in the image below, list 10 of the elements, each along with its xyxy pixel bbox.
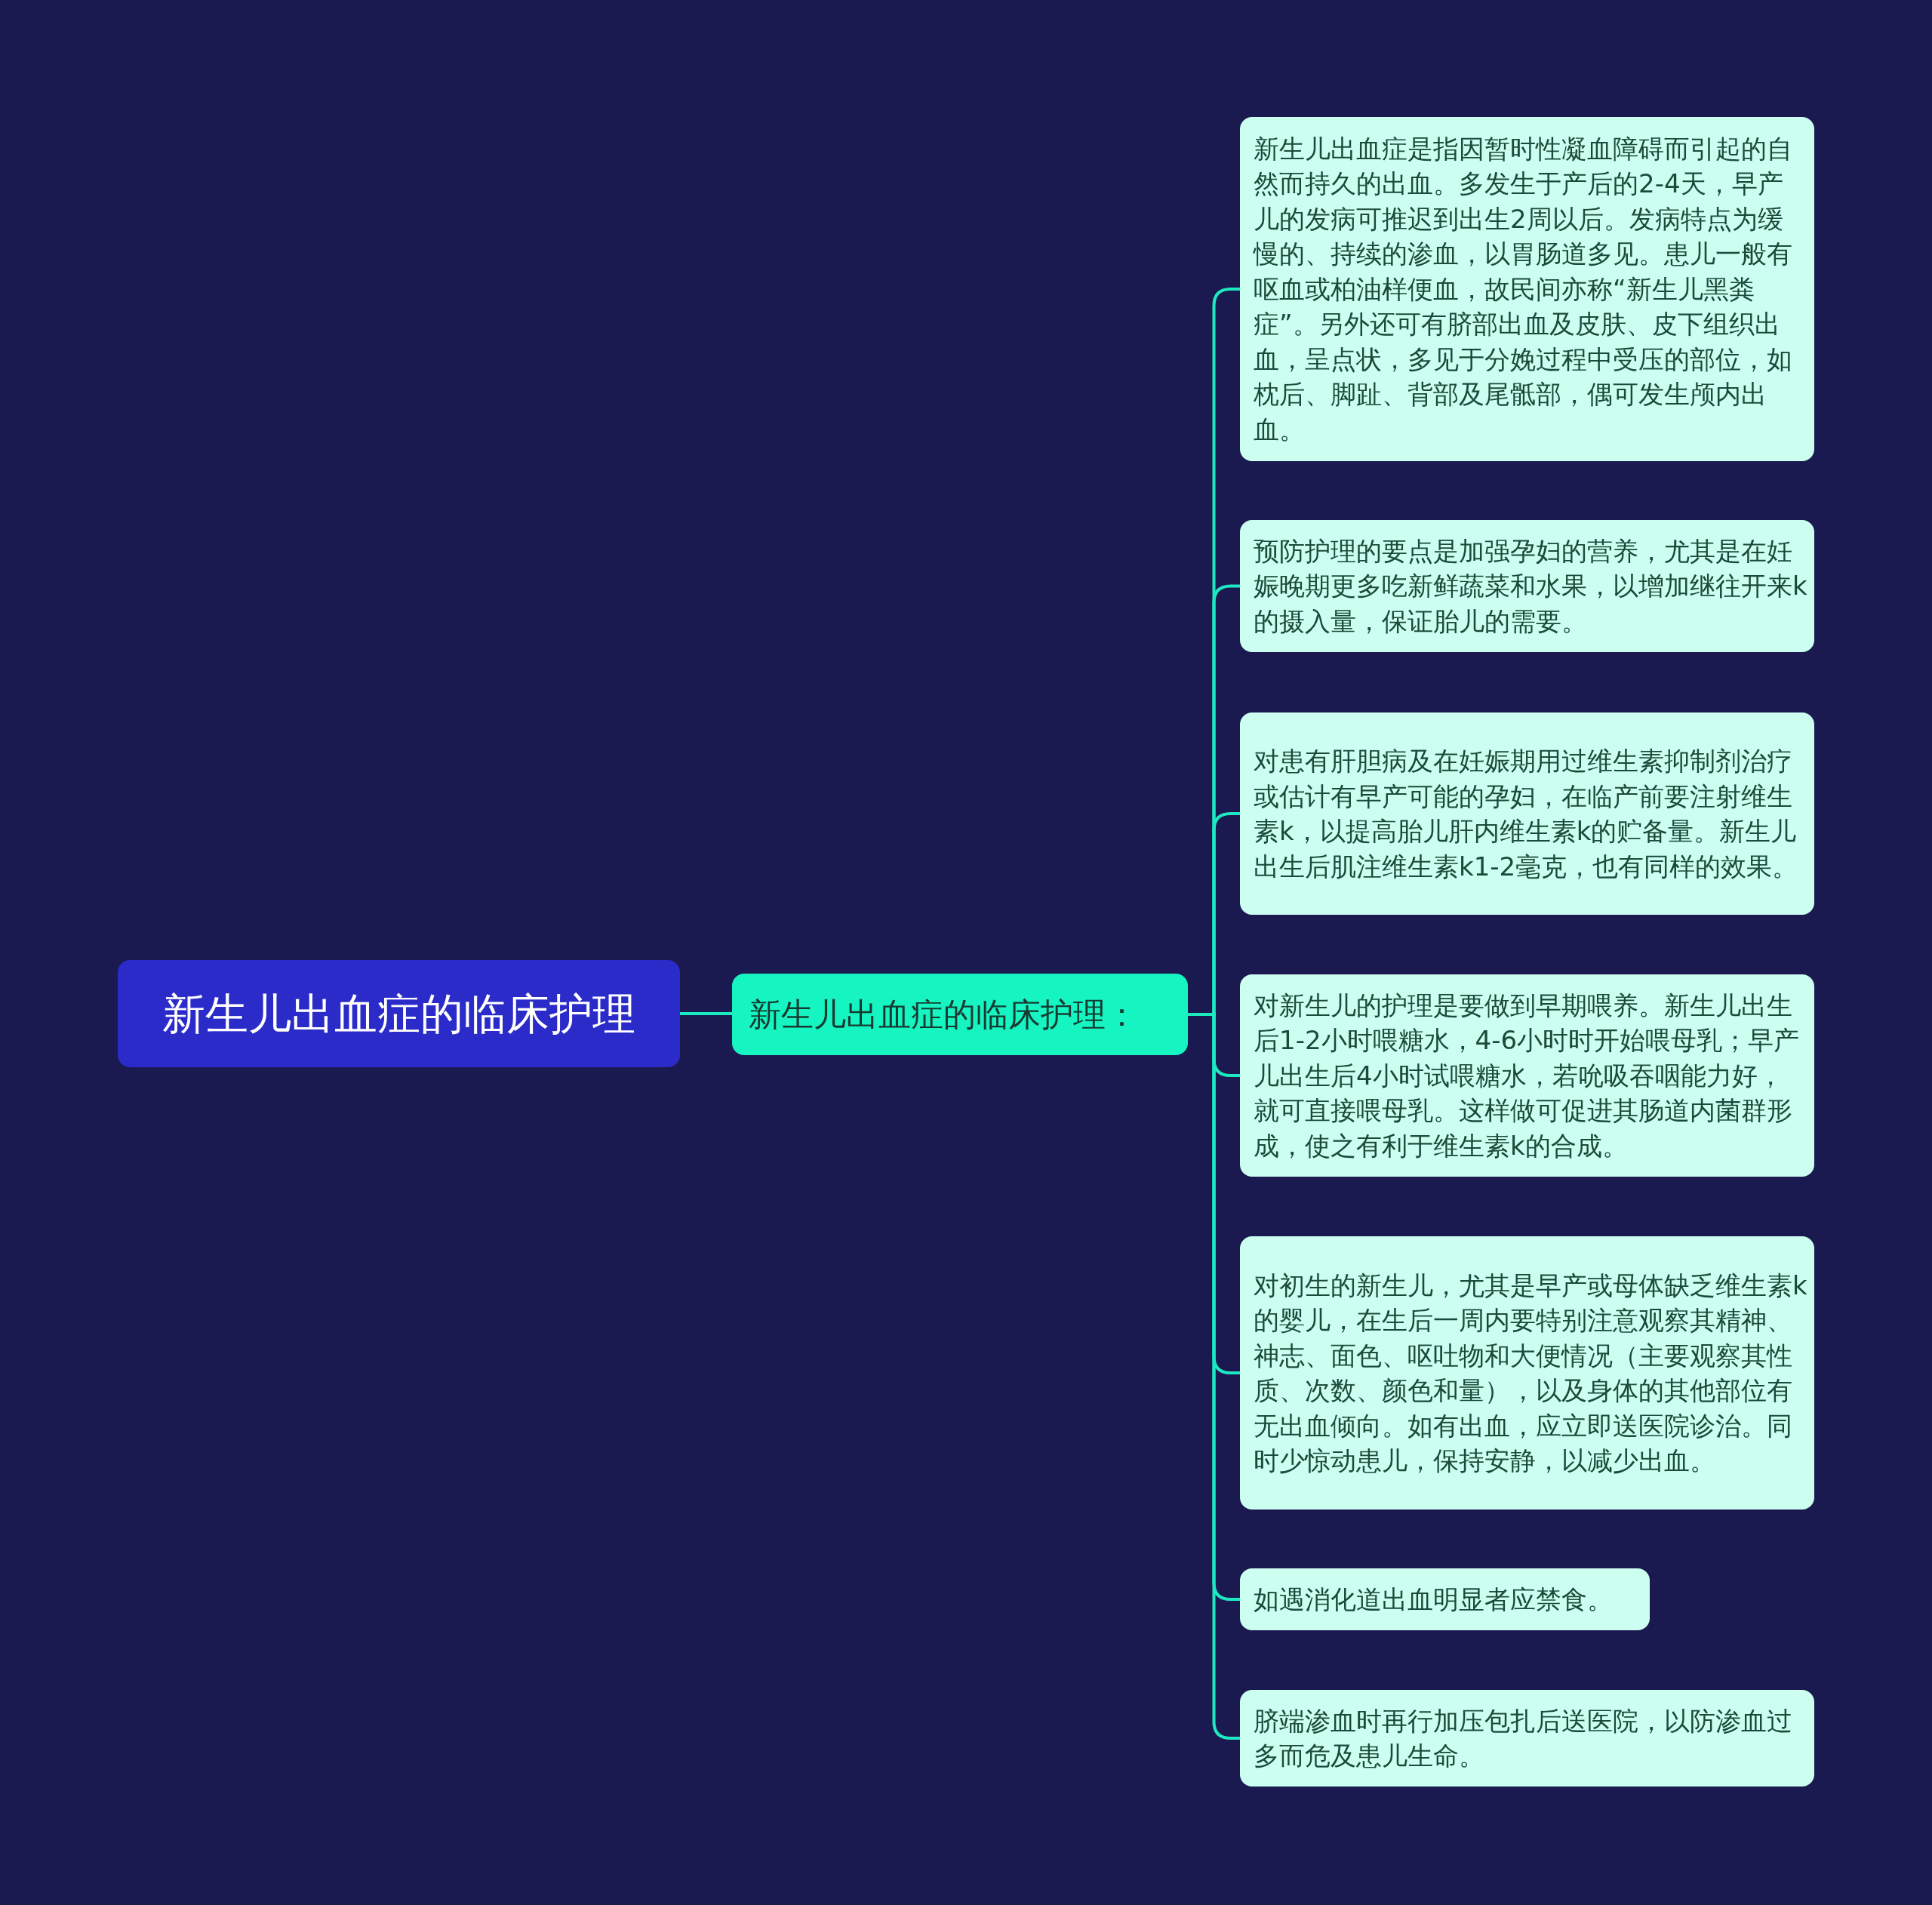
topic-box: 新生儿出血症的临床护理 bbox=[118, 960, 680, 1067]
note-box: 对患有肝胆病及在妊娠期用过维生素抑制剂治疗或估计有早产可能的孕妇，在临产前要注射维生素k，以提高胎儿肝内维生素k的贮备量。新生儿出生后肌注维生素k1-2毫克，也有同样的效果。 bbox=[1240, 712, 1814, 915]
note-box: 预防护理的要点是加强孕妇的营养，尤其是在妊娠晚期更多吃新鲜蔬菜和水果，以增加继往开来k的摄入量，保证胎儿的需要。 bbox=[1240, 520, 1814, 652]
note-box: 如遇消化道出血明显者应禁食。 bbox=[1240, 1568, 1650, 1630]
connector-line bbox=[680, 1012, 732, 1015]
note-box: 脐端渗血时再行加压包扎后送医院，以防渗血过多而危及患儿生命。 bbox=[1240, 1690, 1814, 1787]
subtopic-box: 新生儿出血症的临床护理： bbox=[732, 974, 1188, 1055]
note-box: 对新生儿的护理是要做到早期喂养。新生儿出生后1-2小时喂糖水，4-6小时时开始喂母乳；早产儿出生后4小时试喂糖水，若吮吸吞咽能力好，就可直接喂母乳。这样做可促进其肠道内菌群形成，使之有利于维生素k的合成。 bbox=[1240, 974, 1814, 1177]
note-box: 新生儿出血症是指因暂时性凝血障碍而引起的自然而持久的出血。多发生于产后的2-4天，早产儿的发病可推迟到出生2周以后。发病特点为缓慢的、持续的渗血，以胃肠道多见。患儿一般有呕血或柏油样便血，故民间亦称“新生儿黑粪症”。另外还可有脐部出血及皮肤、皮下组织出血，呈点状，多见于分娩过程中受压的部位，如枕后、脚趾、背部及尾骶部，偶可发生颅内出血。 bbox=[1240, 117, 1814, 461]
note-box: 对初生的新生儿，尤其是早产或母体缺乏维生素k的婴儿，在生后一周内要特别注意观察其精神、神志、面色、呕吐物和大便情况（主要观察其性质、次数、颜色和量），以及身体的其他部位有无出血倾向。如有出血，应立即送医院诊治。同时少惊动患儿，保持安静，以减少出血。 bbox=[1240, 1236, 1814, 1510]
